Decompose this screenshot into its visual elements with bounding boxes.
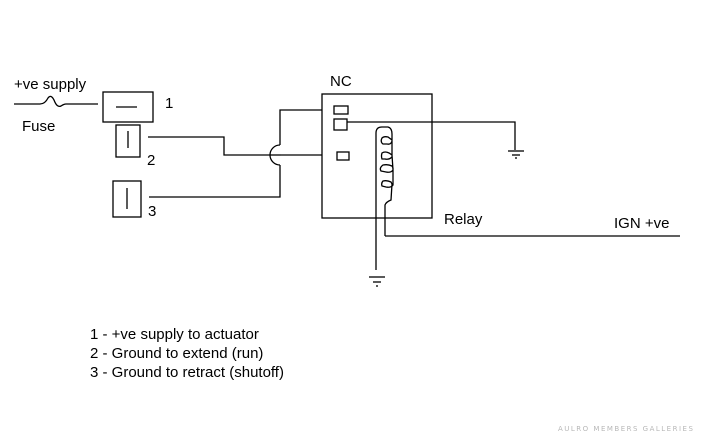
nc-label: NC: [330, 73, 352, 90]
connector-pin-2: [115, 124, 141, 158]
legend-item-3: 3 - Ground to retract (shutoff): [90, 364, 284, 381]
relay-label: Relay: [444, 211, 483, 228]
relay-coil-icon: [375, 126, 394, 270]
relay-terminal-no: [336, 151, 350, 161]
watermark: AULRO MEMBERS GALLERIES: [558, 425, 694, 433]
supply-wire: [14, 95, 98, 108]
pin-3-wire: [149, 109, 334, 198]
common-ground-wire: [347, 121, 516, 150]
fuse-icon: [39, 95, 67, 108]
ground-icon: [508, 150, 524, 159]
connector-pin-3: [112, 180, 142, 218]
ign-label: IGN +ve: [614, 215, 669, 232]
connector-pin-1: [102, 91, 154, 123]
pin-1-label: 1: [165, 95, 173, 112]
pin-2-label: 2: [147, 152, 155, 169]
coil-ground-icon: [369, 276, 385, 287]
relay-terminal-common: [333, 118, 348, 131]
supply-label: +ve supply: [14, 76, 87, 93]
legend-item-1: 1 - +ve supply to actuator: [90, 326, 259, 343]
fuse-label: Fuse: [22, 118, 55, 135]
pin-2-wire: [148, 136, 271, 156]
relay-terminal-nc: [333, 105, 349, 115]
pin-3-label: 3: [148, 203, 156, 220]
legend-item-2: 2 - Ground to extend (run): [90, 345, 263, 362]
